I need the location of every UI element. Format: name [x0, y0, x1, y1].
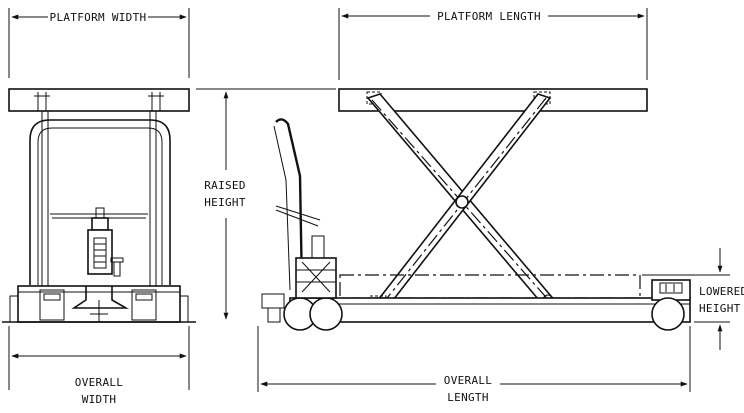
overall-width-dimension: OVERALL WIDTH [8, 326, 190, 408]
side-handle [275, 118, 304, 291]
raised-height-label-2: HEIGHT [204, 196, 246, 209]
front-view: PLATFORM WIDTH [2, 8, 196, 408]
lowered-height-label-2: HEIGHT [699, 302, 741, 315]
lowered-height-label-1: LOWERED [699, 285, 744, 298]
platform-length-label: PLATFORM LENGTH [437, 10, 541, 23]
overall-width-label-2: WIDTH [82, 393, 117, 406]
side-pump-housing [295, 235, 337, 299]
overall-length-label-2: LENGTH [447, 391, 489, 404]
overall-length-label-1: OVERALL [444, 374, 493, 387]
overall-length-dimension: OVERALL LENGTH [257, 326, 691, 408]
side-platform-lowered [339, 274, 641, 299]
platform-width-dimension: PLATFORM WIDTH [8, 8, 190, 78]
raised-height-dimension: RAISED HEIGHT [196, 88, 336, 320]
lowered-height-dimension: LOWERED HEIGHT [642, 248, 744, 350]
scissor-arms [366, 93, 558, 307]
platform-length-dimension: PLATFORM LENGTH [338, 8, 648, 80]
raised-height-label-1: RAISED [204, 179, 246, 192]
platform-width-label: PLATFORM WIDTH [50, 11, 147, 24]
front-handle [29, 119, 171, 285]
front-platform [8, 88, 190, 112]
side-base-chassis [289, 297, 691, 323]
side-platform-raised [338, 88, 648, 112]
overall-width-label-1: OVERALL [75, 376, 124, 389]
hydraulic-jack [87, 207, 124, 277]
side-view: PLATFORM LENGTH RAISED HEIGHT [196, 8, 744, 408]
